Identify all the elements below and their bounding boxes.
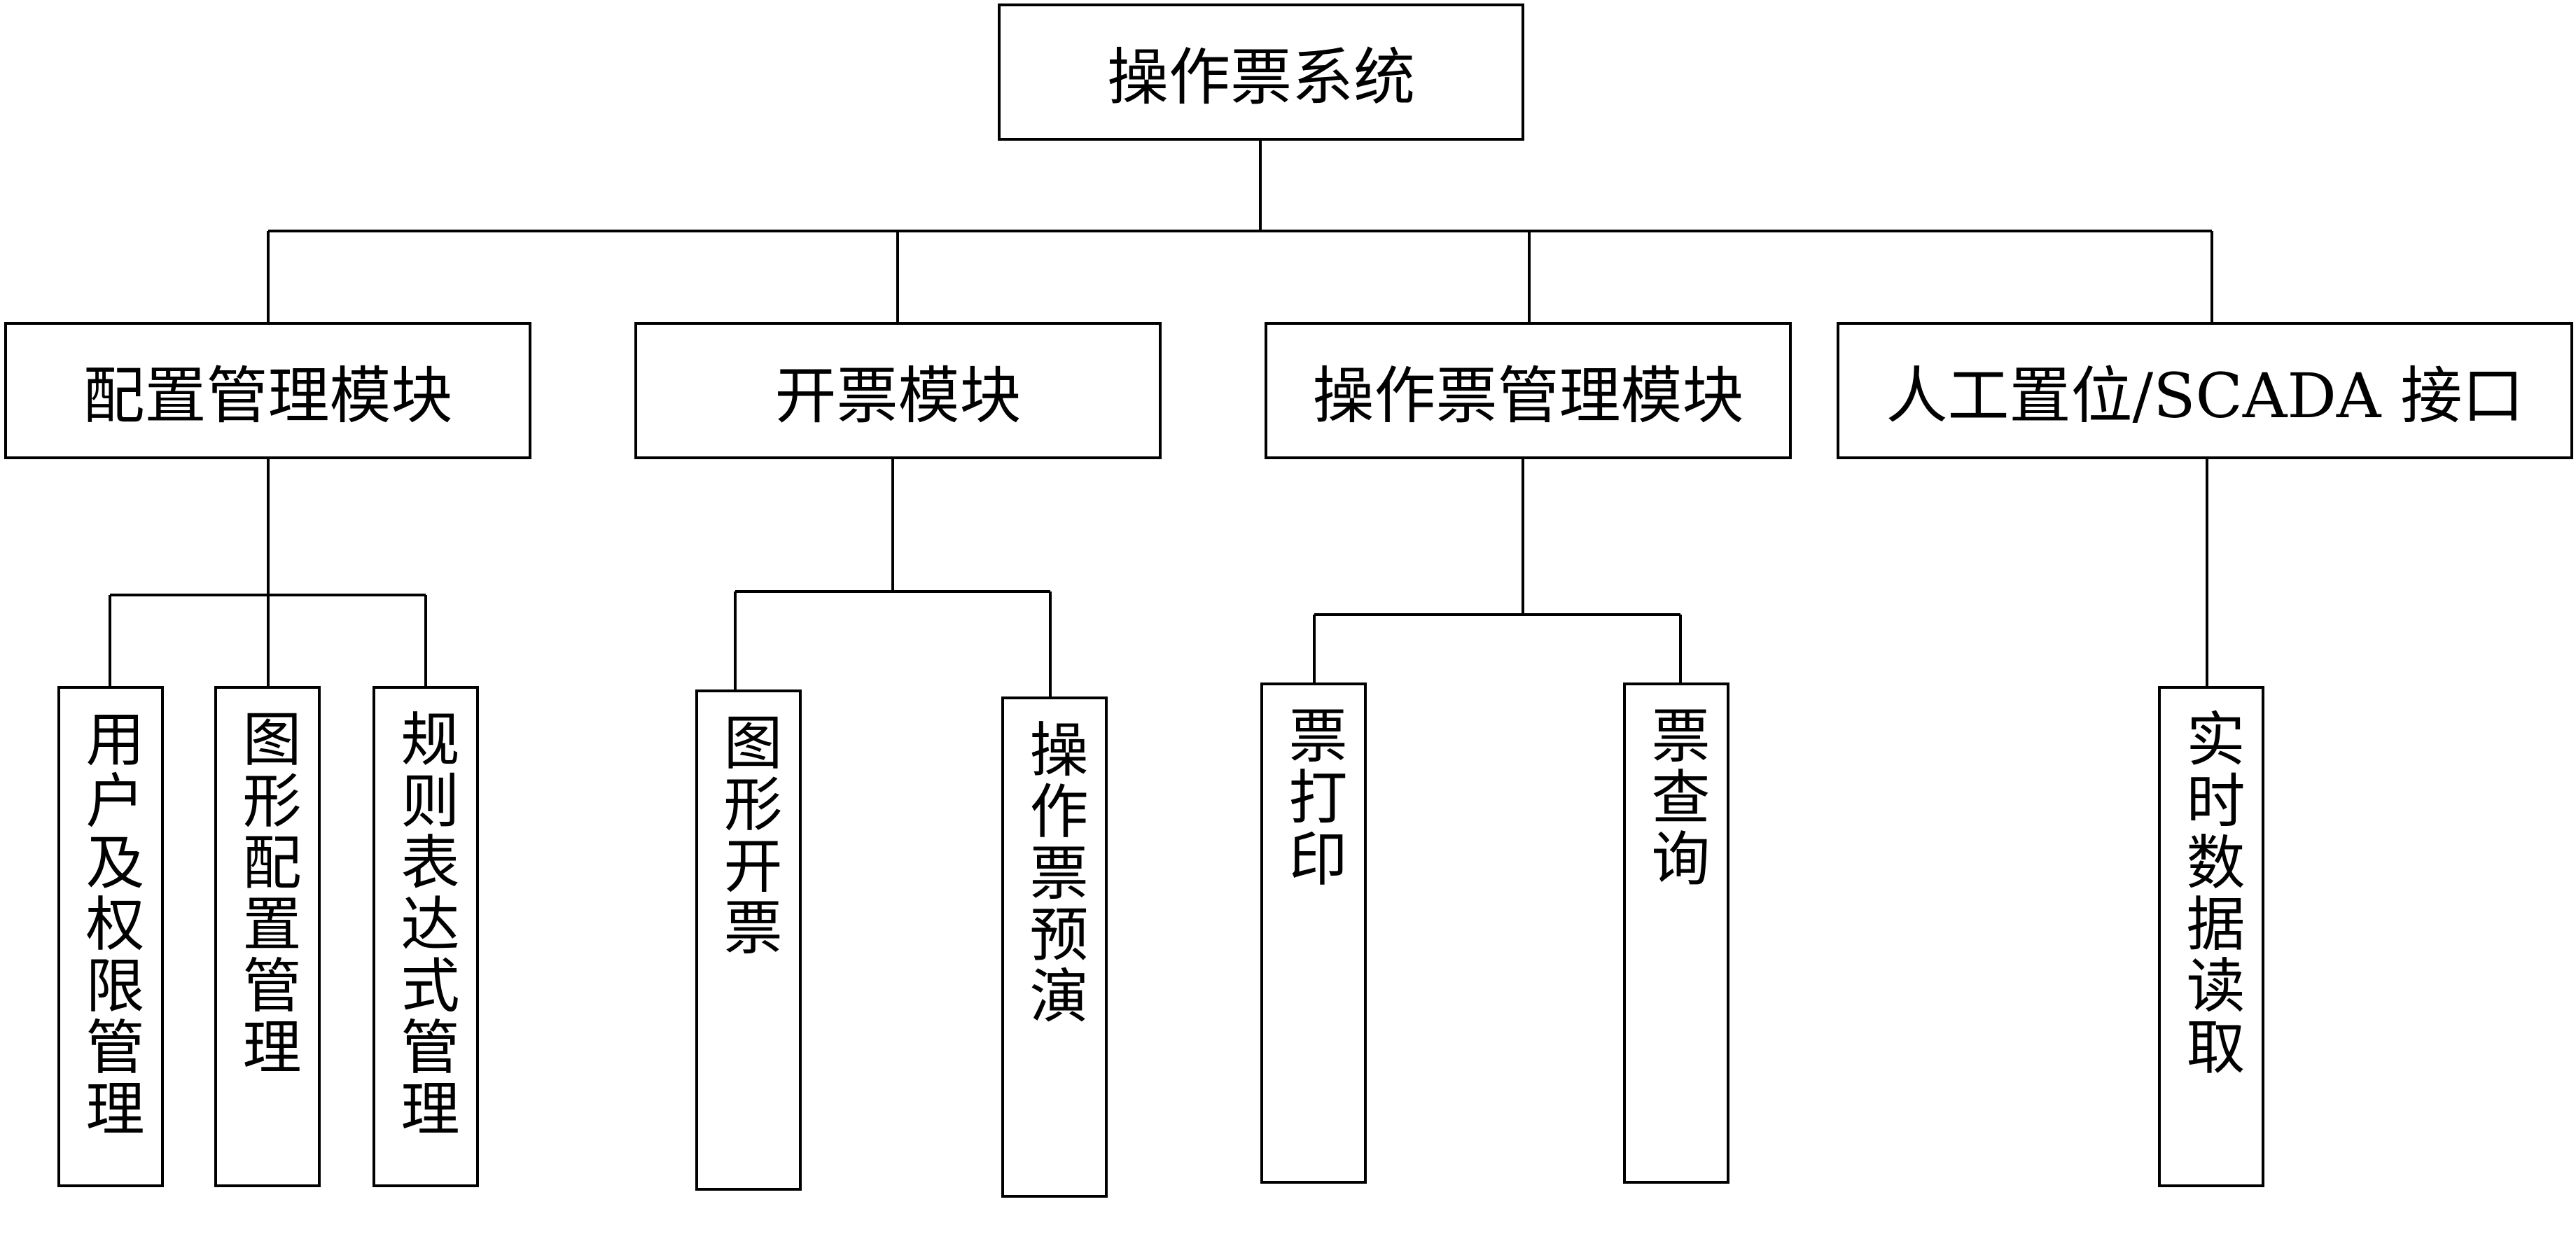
module-label: 配置管理模块 <box>83 359 453 432</box>
leaf-graphic-ticketing: 图形开票 <box>695 690 802 1191</box>
module-config-management: 配置管理模块 <box>4 322 531 459</box>
module-ticket-issuing: 开票模块 <box>634 322 1162 459</box>
leaf-label: 实时数据读取 <box>2177 708 2246 1078</box>
module-label: 开票模块 <box>774 359 1022 432</box>
leaf-label: 用户及权限管理 <box>76 708 145 1140</box>
leaf-rule-expression-management: 规则表达式管理 <box>373 686 479 1187</box>
leaf-realtime-data-reading: 实时数据读取 <box>2158 686 2264 1187</box>
module-label: 操作票管理模块 <box>1312 359 1744 432</box>
leaf-label: 规则表达式管理 <box>391 708 460 1140</box>
leaf-label: 票查询 <box>1642 705 1711 890</box>
module-ticket-management: 操作票管理模块 <box>1265 322 1792 459</box>
leaf-label: 图形配置管理 <box>233 708 302 1078</box>
root-node: 操作票系统 <box>998 4 1524 141</box>
leaf-ticket-printing: 票打印 <box>1260 682 1367 1184</box>
leaf-label: 图形开票 <box>714 712 783 958</box>
leaf-user-permission-management: 用户及权限管理 <box>57 686 164 1187</box>
leaf-label: 票打印 <box>1279 705 1348 890</box>
leaf-ticket-query: 票查询 <box>1623 682 1729 1184</box>
root-label: 操作票系统 <box>1106 41 1415 113</box>
leaf-label: 操作票预演 <box>1020 719 1089 1027</box>
module-scada-interface: 人工置位/SCADA 接口 <box>1837 322 2573 459</box>
module-label: 人工置位/SCADA 接口 <box>1886 359 2524 432</box>
leaf-graphic-config-management: 图形配置管理 <box>214 686 321 1187</box>
leaf-ticket-rehearsal: 操作票预演 <box>1001 696 1108 1198</box>
